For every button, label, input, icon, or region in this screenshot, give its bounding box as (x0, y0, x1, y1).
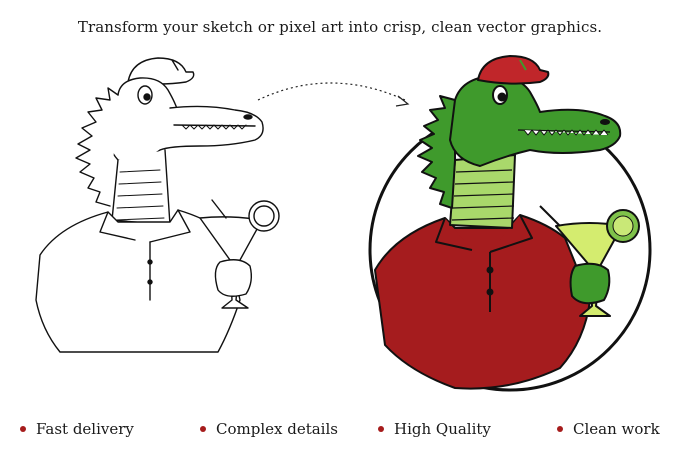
feature-label: Fast delivery (36, 420, 134, 438)
vector-alligator-icon (368, 55, 652, 392)
feature-label: Clean work (573, 420, 660, 438)
feature-item-clean-work: Clean work (557, 420, 660, 438)
feature-item-high-quality: High Quality (378, 420, 491, 438)
bullet-icon (20, 426, 26, 432)
feature-label: High Quality (394, 420, 491, 438)
bullet-icon (378, 426, 384, 432)
bullet-icon (200, 426, 206, 432)
feature-label: Complex details (216, 420, 338, 438)
dashed-arrow-icon (257, 82, 410, 107)
headline: Transform your sketch or pixel art into … (77, 18, 603, 36)
bullet-icon (557, 426, 563, 432)
feature-list: Fast delivery Complex details High Quali… (0, 420, 680, 450)
feature-item-fast-delivery: Fast delivery (20, 420, 134, 438)
sketch-alligator-icon (35, 57, 280, 353)
feature-item-complex-details: Complex details (200, 420, 338, 438)
